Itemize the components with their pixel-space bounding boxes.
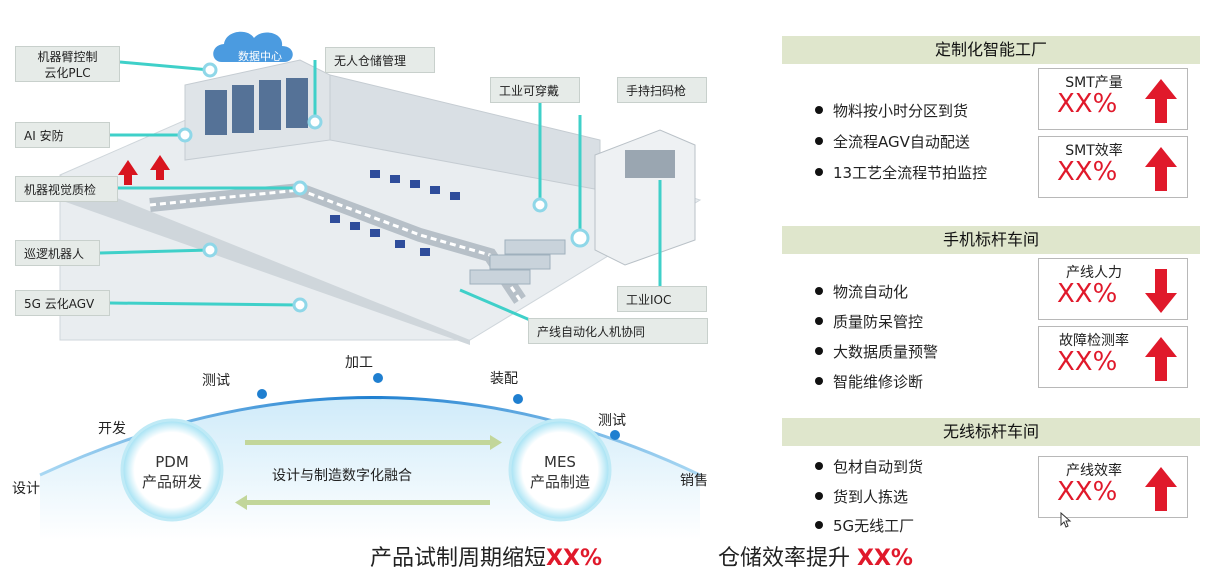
arrow-down-icon (1145, 269, 1177, 313)
bullet-item: 物料按小时分区到货 (815, 100, 968, 121)
bullet-item: 货到人拣选 (815, 486, 908, 507)
bullet-item: 物流自动化 (815, 281, 908, 302)
bullet-item: 包材自动到货 (815, 456, 923, 477)
label-ioc: 工业IOC (617, 286, 707, 312)
arrow-up-icon (1145, 337, 1177, 381)
label-5g-agv: 5G 云化AGV (15, 290, 110, 316)
stage-test-2: 测试 (598, 413, 626, 429)
kpi-fault-detection: 故障检测率 XX% (1038, 326, 1188, 388)
process-arc: 设计 开发 测试 加工 装配 测试 销售 PDM 产品研发 MES 产品制造 设… (0, 340, 730, 540)
stat-trial-cycle: 产品试制周期缩短XX% (370, 546, 602, 571)
arrow-up-icon (1145, 147, 1177, 191)
panel-title-phone-workshop: 手机标杆车间 (782, 226, 1200, 254)
mes-label: MES 产品制造 (529, 453, 590, 491)
stage-test-1: 测试 (202, 373, 230, 389)
bullet-dot (815, 316, 823, 325)
stage-sales: 销售 (680, 473, 708, 489)
arrow-up-icon (1145, 79, 1177, 123)
arc-drawing (39, 373, 701, 540)
bullet-dot (815, 346, 823, 355)
bullet-dot (815, 520, 823, 529)
kpi-line-efficiency: 产线效率 XX% (1038, 456, 1188, 518)
stage-design: 设计 (12, 481, 40, 497)
label-scanner: 手持扫码枪 (617, 77, 707, 103)
stage-machining: 加工 (345, 355, 373, 371)
kpi-smt-output: SMT产量 XX% (1038, 68, 1188, 130)
bullet-dot (815, 491, 823, 500)
bullet-dot (815, 136, 823, 145)
bullet-dot (815, 167, 823, 176)
kpi-line-manpower: 产线人力 XX% (1038, 258, 1188, 320)
stat-warehouse-efficiency: 仓储效率提升 XX% (718, 546, 913, 571)
panel-title-wireless-workshop: 无线标杆车间 (782, 418, 1200, 446)
label-patrol-robot: 巡逻机器人 (15, 240, 100, 266)
bullet-dot (815, 105, 823, 114)
label-line-automation: 产线自动化人机协同 (528, 318, 708, 344)
pdm-label: PDM 产品研发 (141, 453, 202, 491)
mouse-cursor-icon (1060, 512, 1072, 528)
cloud-label: 数据中心 (238, 50, 282, 63)
bullet-item: 13工艺全流程节拍监控 (815, 162, 987, 183)
arrow-up-icon (1145, 467, 1177, 511)
label-ai-security: AI 安防 (15, 122, 110, 148)
factory-floor-drawing (59, 31, 702, 345)
stage-develop: 开发 (98, 421, 126, 437)
label-unmanned-warehouse: 无人仓储管理 (325, 47, 435, 73)
bullet-item: 智能维修诊断 (815, 371, 923, 392)
label-vision-qc: 机器视觉质检 (15, 176, 118, 202)
factory-illustration: 数据中心 机器臂控制 云化PLC AI 安防 机器视觉质检 巡逻机器人 5G 云… (0, 0, 730, 345)
bullet-dot (815, 461, 823, 470)
bullet-item: 5G无线工厂 (815, 515, 914, 536)
panel-title-smart-factory: 定制化智能工厂 (782, 36, 1200, 64)
stage-assembly: 装配 (490, 371, 518, 387)
label-wearable: 工业可穿戴 (490, 77, 580, 103)
bullet-dot (815, 376, 823, 385)
bullet-item: 全流程AGV自动配送 (815, 131, 970, 152)
kpi-smt-efficiency: SMT效率 XX% (1038, 136, 1188, 198)
digital-fusion-text: 设计与制造数字化融合 (272, 468, 412, 484)
bullet-item: 质量防呆管控 (815, 311, 923, 332)
cloud-icon (213, 31, 293, 62)
bullet-item: 大数据质量预警 (815, 341, 938, 362)
bullet-dot (815, 286, 823, 295)
label-robot-arm-plc: 机器臂控制 云化PLC (15, 46, 120, 82)
